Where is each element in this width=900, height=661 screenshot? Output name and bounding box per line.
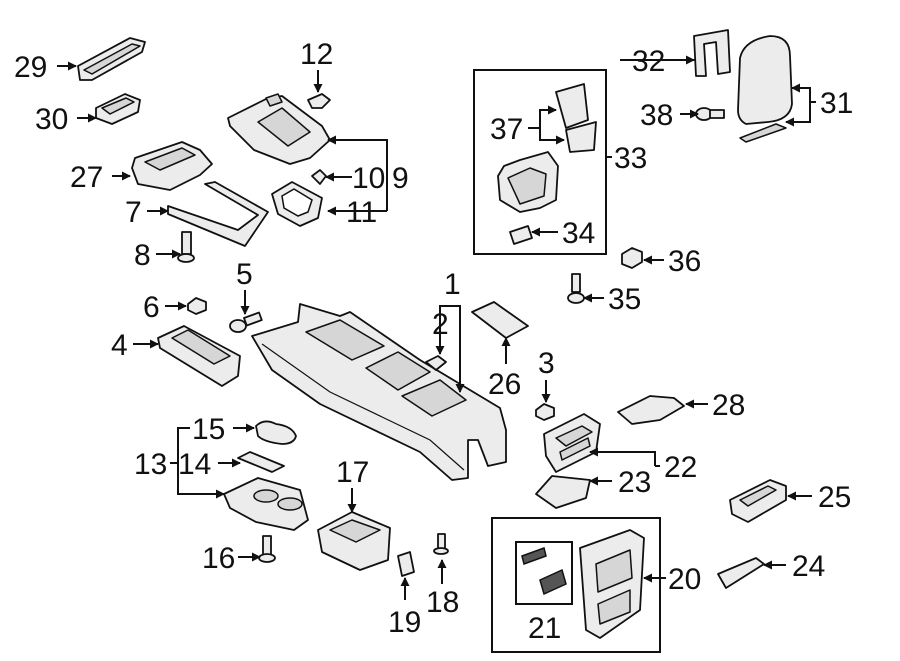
callout-5: 5 [236,258,253,291]
callout-27: 27 [70,161,103,194]
group-box-33 [473,69,607,255]
callout-18: 18 [426,586,459,619]
part-26-shape [471,301,529,339]
part-2-shape [425,355,447,371]
callout-36: 36 [668,245,701,278]
callout-20: 20 [668,563,701,596]
callout-23: 23 [618,466,651,499]
part-21-shape [521,547,567,596]
part-15-shape [255,420,297,445]
callout-24: 24 [792,550,825,583]
part-36-shape [621,247,643,269]
group-box-20 [491,517,661,653]
part-30-shape [95,93,141,125]
callout-13: 13 [134,448,167,481]
callout-10: 10 [352,162,385,195]
callout-32: 32 [632,45,665,78]
callout-9: 9 [392,162,409,195]
callout-21: 21 [528,612,561,645]
part-32-shape [693,29,731,77]
callout-16: 16 [202,542,235,575]
callout-8: 8 [134,239,151,272]
part-28-shape [617,395,685,425]
callout-25: 25 [818,481,851,514]
callout-12: 12 [300,38,333,71]
callout-28: 28 [712,389,745,422]
part-31-shape [737,35,793,143]
callout-3: 3 [538,347,555,380]
part-4-shape [157,325,241,387]
part-6-shape [187,297,207,315]
callout-35: 35 [608,283,641,316]
part-38-shape [695,107,725,121]
callout-7: 7 [125,196,142,229]
callout-6: 6 [143,291,160,324]
callout-31: 31 [820,87,853,120]
part-3-shape [535,403,555,421]
callout-2: 2 [432,308,449,341]
part-19-shape [397,551,415,577]
callout-38: 38 [640,99,673,132]
part-12-shape [307,93,331,109]
part-27-shape [131,141,213,191]
callout-34: 34 [562,217,595,250]
part-7-shape [167,181,269,247]
part-16-shape [258,535,276,563]
part-10-shape [311,169,327,185]
callout-33: 33 [614,142,647,175]
callout-19: 19 [388,606,421,639]
part-37-shape [555,83,597,153]
part-17-shape [317,511,391,571]
part-1-shape [251,303,507,481]
part-14-shape [237,451,285,473]
part-33-shape [497,151,559,213]
callout-14: 14 [178,448,211,481]
leader-lines [57,55,816,600]
group-box-21 [515,541,573,605]
callout-11: 11 [346,196,377,229]
part-11-shape [271,181,323,227]
part-29-shape [77,37,146,81]
part-20-shape [579,529,645,639]
part-22-shape [543,413,601,473]
callout-30: 30 [35,103,68,136]
part-9-shape [227,93,331,165]
part-13-shape [223,477,309,531]
part-35-shape [567,273,585,304]
callout-1: 1 [444,268,461,301]
part-24-shape [717,557,765,589]
part-23-shape [535,475,591,509]
part-34-shape [509,225,533,245]
part-5-shape [229,311,263,333]
callout-29: 29 [14,51,47,84]
callout-22: 22 [664,451,697,484]
callout-15: 15 [192,413,225,446]
callout-4: 4 [111,329,128,362]
part-18-shape [433,533,449,555]
callout-26: 26 [488,368,521,401]
part-25-shape [729,479,787,523]
callout-17: 17 [336,456,369,489]
callout-37: 37 [490,113,523,146]
part-8-shape [177,231,195,263]
callout-labels: 29 30 27 7 8 12 10 9 11 6 5 4 1 2 3 26 1… [14,38,853,645]
